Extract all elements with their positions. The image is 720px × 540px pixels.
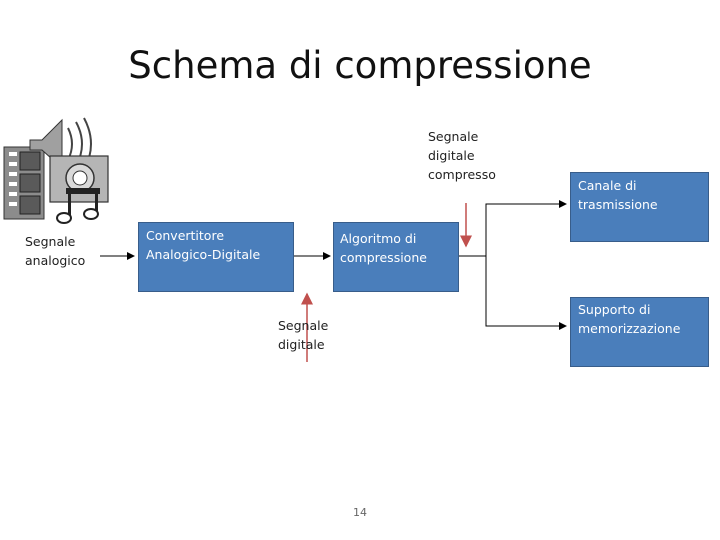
arrow-compression-split bbox=[459, 200, 567, 257]
compression-box bbox=[333, 222, 459, 292]
storage-box bbox=[570, 297, 709, 367]
slide-title: Schema di compressione bbox=[128, 44, 592, 87]
storage-label: Supporto di memorizzazione bbox=[578, 302, 681, 336]
adc-box bbox=[138, 222, 294, 292]
arrow-to-storage bbox=[485, 256, 567, 330]
channel-label: Canale di trasmissione bbox=[578, 178, 658, 212]
digital-signal-label: Segnale digitale bbox=[278, 318, 329, 352]
analog-signal-label: Segnale analogico bbox=[25, 234, 86, 268]
compression-label: Algoritmo di compressione bbox=[340, 231, 427, 265]
page-number: 14 bbox=[353, 506, 367, 519]
channel-box bbox=[570, 172, 709, 242]
compressed-signal-label: Segnale digitale compresso bbox=[428, 129, 496, 182]
adc-label: Convertitore Analogico-Digitale bbox=[146, 228, 261, 262]
